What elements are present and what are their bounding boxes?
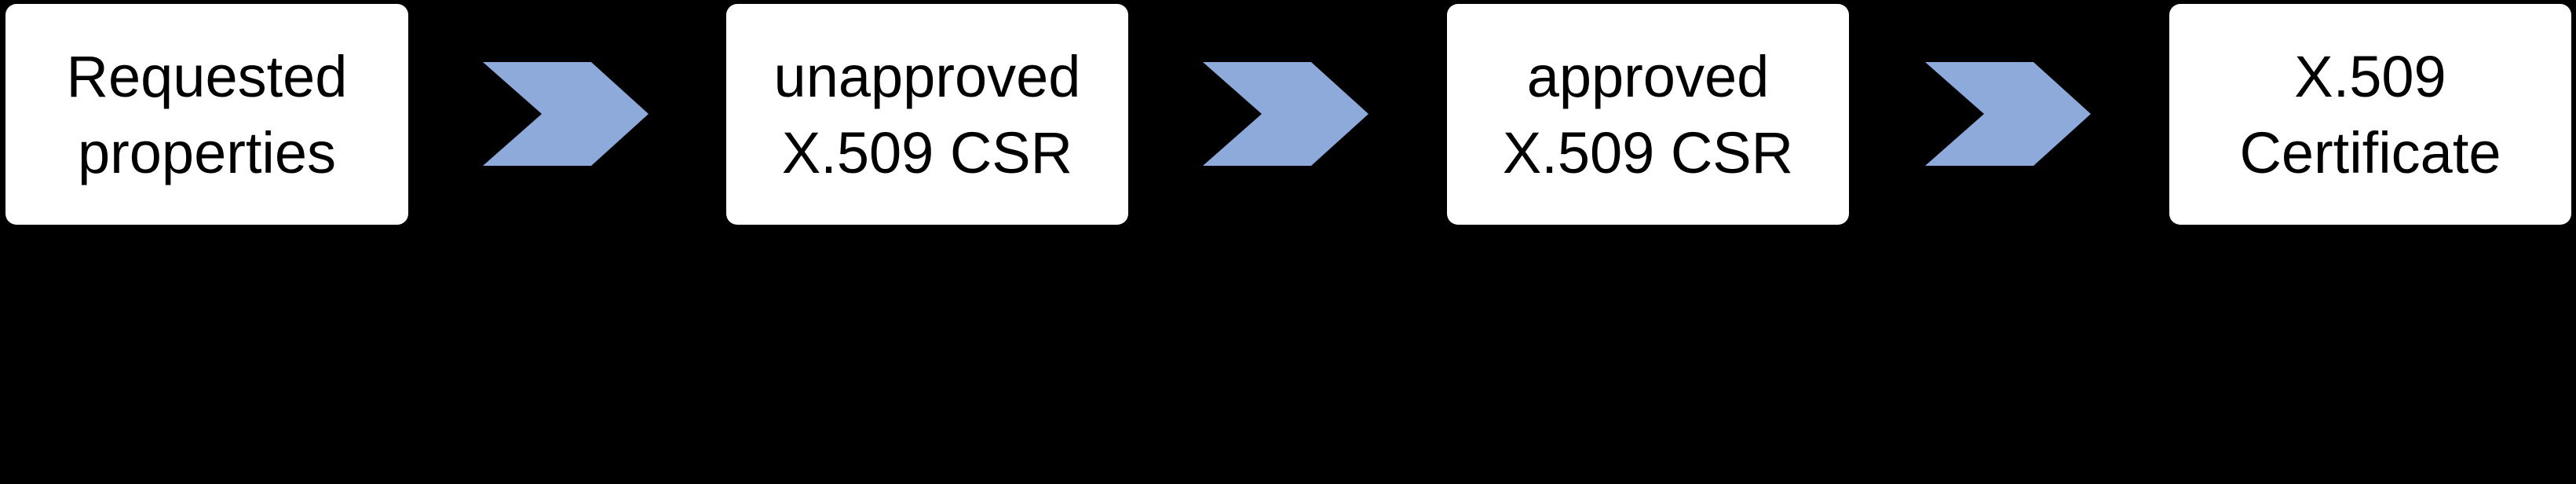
node-label-line1: approved [1526, 43, 1770, 109]
node-label-line1: Requested [66, 43, 348, 109]
node-x509-certificate: X.509 Certificate [2169, 4, 2571, 225]
node-label-line2: properties [77, 119, 337, 185]
node-label-line2: X.509 CSR [1502, 119, 1794, 185]
node-label-line1: unapproved [773, 43, 1081, 109]
chevron-shape [483, 62, 649, 166]
node-unapproved-csr: unapproved X.509 CSR [726, 4, 1128, 225]
node-approved-csr: approved X.509 CSR [1447, 4, 1849, 225]
chevron-shape [1203, 62, 1368, 166]
chevron-shape [1925, 62, 2091, 166]
node-label-line2: X.509 CSR [781, 119, 1073, 185]
node-label-line2: Certificate [2239, 119, 2501, 185]
node-requested-properties: Requested properties [5, 4, 408, 225]
node-label-line1: X.509 [2294, 43, 2446, 109]
chevron-right-icon [483, 62, 649, 166]
chevron-right-icon [1203, 62, 1368, 166]
chevron-right-icon [1925, 62, 2091, 166]
